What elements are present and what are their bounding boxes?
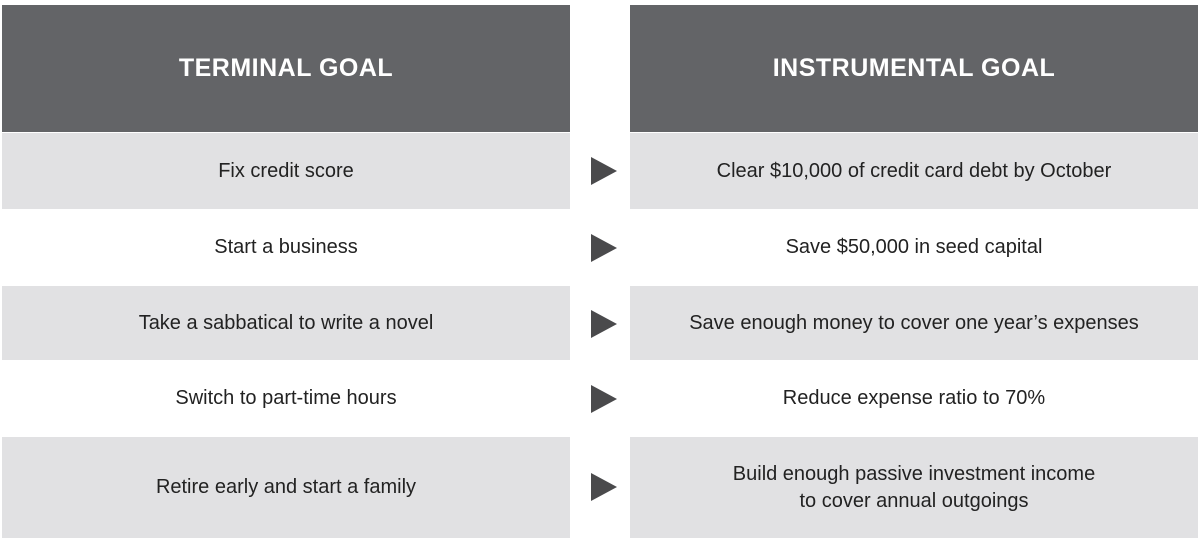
terminal-goal-text: Retire early and start a family <box>155 476 417 498</box>
table-row: Start a business Save $50,000 in seed ca… <box>0 209 1200 286</box>
instrumental-goal-header: INSTRUMENTAL GOAL <box>630 5 1198 132</box>
instrumental-goal-cell: Reduce expense ratio to 70% <box>630 360 1198 437</box>
arrow-right-icon <box>591 157 617 185</box>
table-row: Fix credit score Clear $10,000 of credit… <box>0 133 1200 209</box>
arrow-right-icon <box>591 234 617 262</box>
terminal-goal-cell: Retire early and start a family <box>2 437 570 538</box>
instrumental-goal-cell: Clear $10,000 of credit card debt by Oct… <box>630 133 1198 209</box>
table-row: Switch to part-time hours Reduce expense… <box>0 360 1200 437</box>
instrumental-goal-text: Clear $10,000 of credit card debt by Oct… <box>716 159 1112 182</box>
terminal-goal-text: Fix credit score <box>218 159 354 182</box>
terminal-goal-text: Start a business <box>214 236 358 258</box>
terminal-goal-cell: Start a business <box>2 209 570 286</box>
terminal-goal-cell: Fix credit score <box>2 133 570 209</box>
instrumental-goal-text: Save enough money to cover one year’s ex… <box>689 311 1139 334</box>
arrow-right-icon <box>591 473 617 501</box>
instrumental-goal-line: to cover annual outgoings <box>799 489 1029 512</box>
table-row: Take a sabbatical to write a novel Save … <box>0 286 1200 360</box>
terminal-goal-cell: Take a sabbatical to write a novel <box>2 286 570 360</box>
instrumental-goal-text: Save $50,000 in seed capital <box>785 236 1043 258</box>
instrumental-goal-text: Build enough passive investment income t… <box>733 461 1095 515</box>
instrumental-goal-line: Build enough passive investment income <box>732 462 1096 485</box>
table-row: Retire early and start a family Build en… <box>0 437 1200 538</box>
terminal-goal-text: Switch to part-time hours <box>175 387 397 409</box>
terminal-goal-cell: Switch to part-time hours <box>2 360 570 437</box>
instrumental-goal-cell: Build enough passive investment income t… <box>630 437 1198 538</box>
instrumental-goal-text: Reduce expense ratio to 70% <box>782 387 1046 409</box>
instrumental-goal-cell: Save enough money to cover one year’s ex… <box>630 286 1198 360</box>
arrow-right-icon <box>591 385 617 413</box>
arrow-right-icon <box>591 310 617 338</box>
instrumental-goal-cell: Save $50,000 in seed capital <box>630 209 1198 286</box>
instrumental-goal-header-label: INSTRUMENTAL GOAL <box>772 54 1056 82</box>
terminal-goal-header: TERMINAL GOAL <box>2 5 570 132</box>
terminal-goal-text: Take a sabbatical to write a novel <box>138 311 434 334</box>
terminal-goal-header-label: TERMINAL GOAL <box>178 54 394 82</box>
